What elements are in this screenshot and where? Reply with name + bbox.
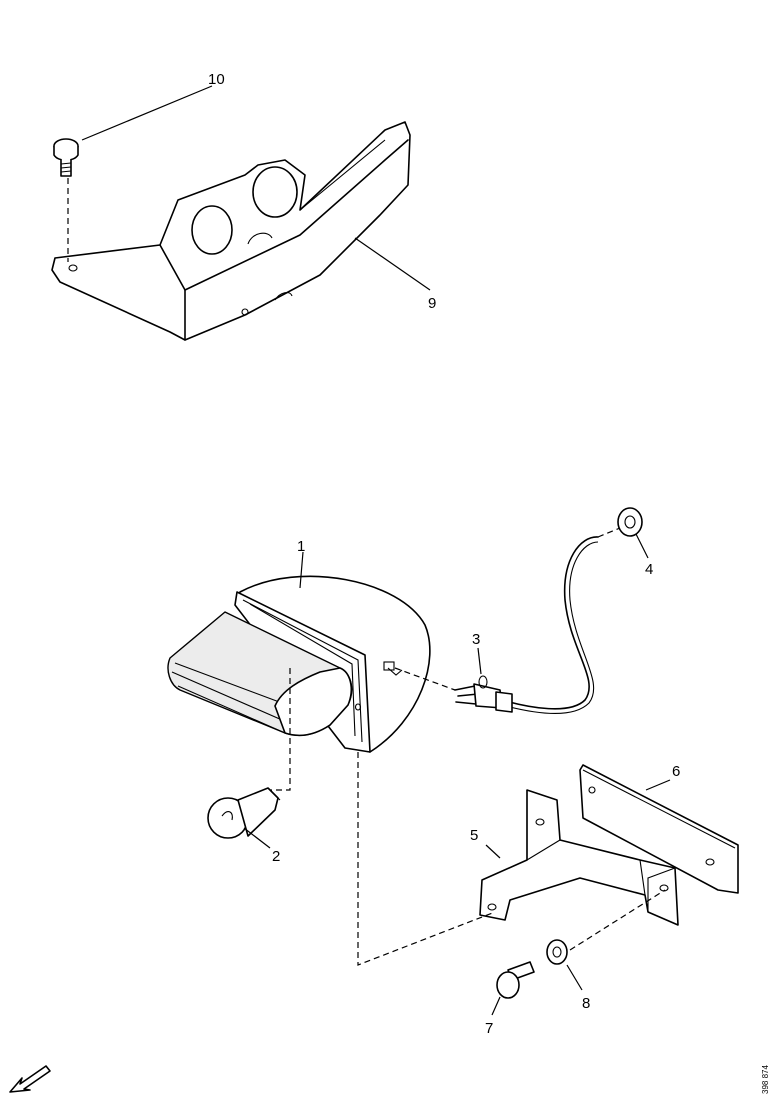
callout-10: 10 — [208, 71, 225, 88]
callout-6: 6 — [672, 763, 680, 780]
mounting-plate-part-9 — [51, 121, 431, 341]
lamp-housing-part-1 — [167, 551, 431, 753]
assembly-path-nut — [569, 889, 666, 951]
callout-8: 8 — [582, 995, 590, 1012]
assembly-path — [357, 752, 496, 966]
arrow-pointer-icon — [9, 1065, 51, 1093]
callout-2: 2 — [272, 848, 280, 865]
bolt-part-10 — [53, 85, 213, 262]
reflector-plate-part-6 — [579, 764, 739, 894]
nut-part-8 — [546, 939, 583, 991]
screw-part-7 — [491, 961, 535, 1016]
callout-4: 4 — [645, 561, 653, 578]
callout-3: 3 — [472, 631, 480, 648]
bracket-part-5 — [479, 789, 679, 926]
bulb-part-2 — [207, 668, 291, 849]
callout-5: 5 — [470, 827, 478, 844]
callout-1: 1 — [297, 538, 305, 555]
callout-9: 9 — [428, 295, 436, 312]
callout-7: 7 — [485, 1020, 493, 1037]
cable-grommet-part-4 — [495, 507, 649, 714]
connector-part-3 — [394, 647, 503, 709]
drawing-reference: 398 874 — [761, 1065, 770, 1094]
